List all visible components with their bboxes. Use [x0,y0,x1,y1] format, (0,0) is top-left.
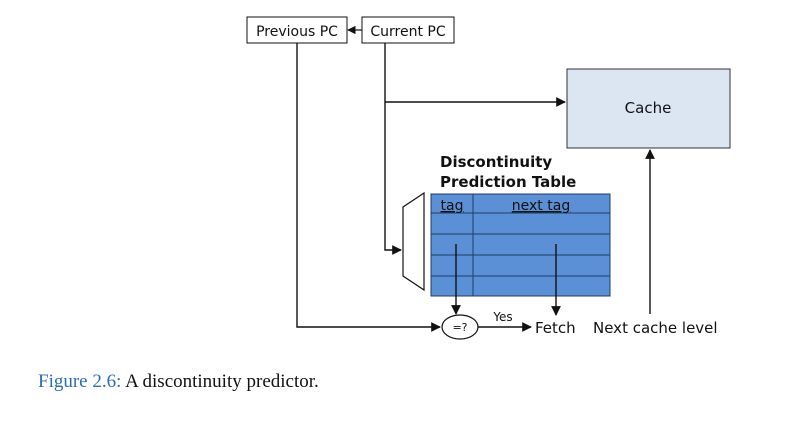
column-header-next-tag: next tag [512,198,570,214]
previous-pc-box [246,16,348,44]
index-mux [402,191,425,292]
figure-caption: Figure 2.6: A discontinuity predictor. [38,371,319,393]
caption-text: A discontinuity predictor. [121,371,319,392]
cache-label: Cache [625,99,672,117]
table-title-line2: Prediction Table [440,173,576,191]
discontinuity-predictor-diagram: Previous PC Current PC Cache Discontinui… [246,16,731,340]
column-header-tag: tag [441,198,464,214]
table-title-line1: Discontinuity [440,153,552,171]
current-pc-label: Current PC [370,24,445,40]
previous-pc-label: Previous PC [256,24,338,40]
next-cache-level-label: Next cache level [593,319,718,337]
comparator-label: =? [452,321,467,334]
cache-box [566,68,731,149]
prediction-table [430,193,611,297]
yes-label: Yes [492,310,512,324]
fetch-label: Fetch [535,319,576,337]
previous-pc-to-comparator-line [296,43,441,332]
current-pc-box [361,16,455,44]
current-pc-to-mux-line [384,43,402,255]
figure-label: Figure 2.6: [38,371,122,392]
